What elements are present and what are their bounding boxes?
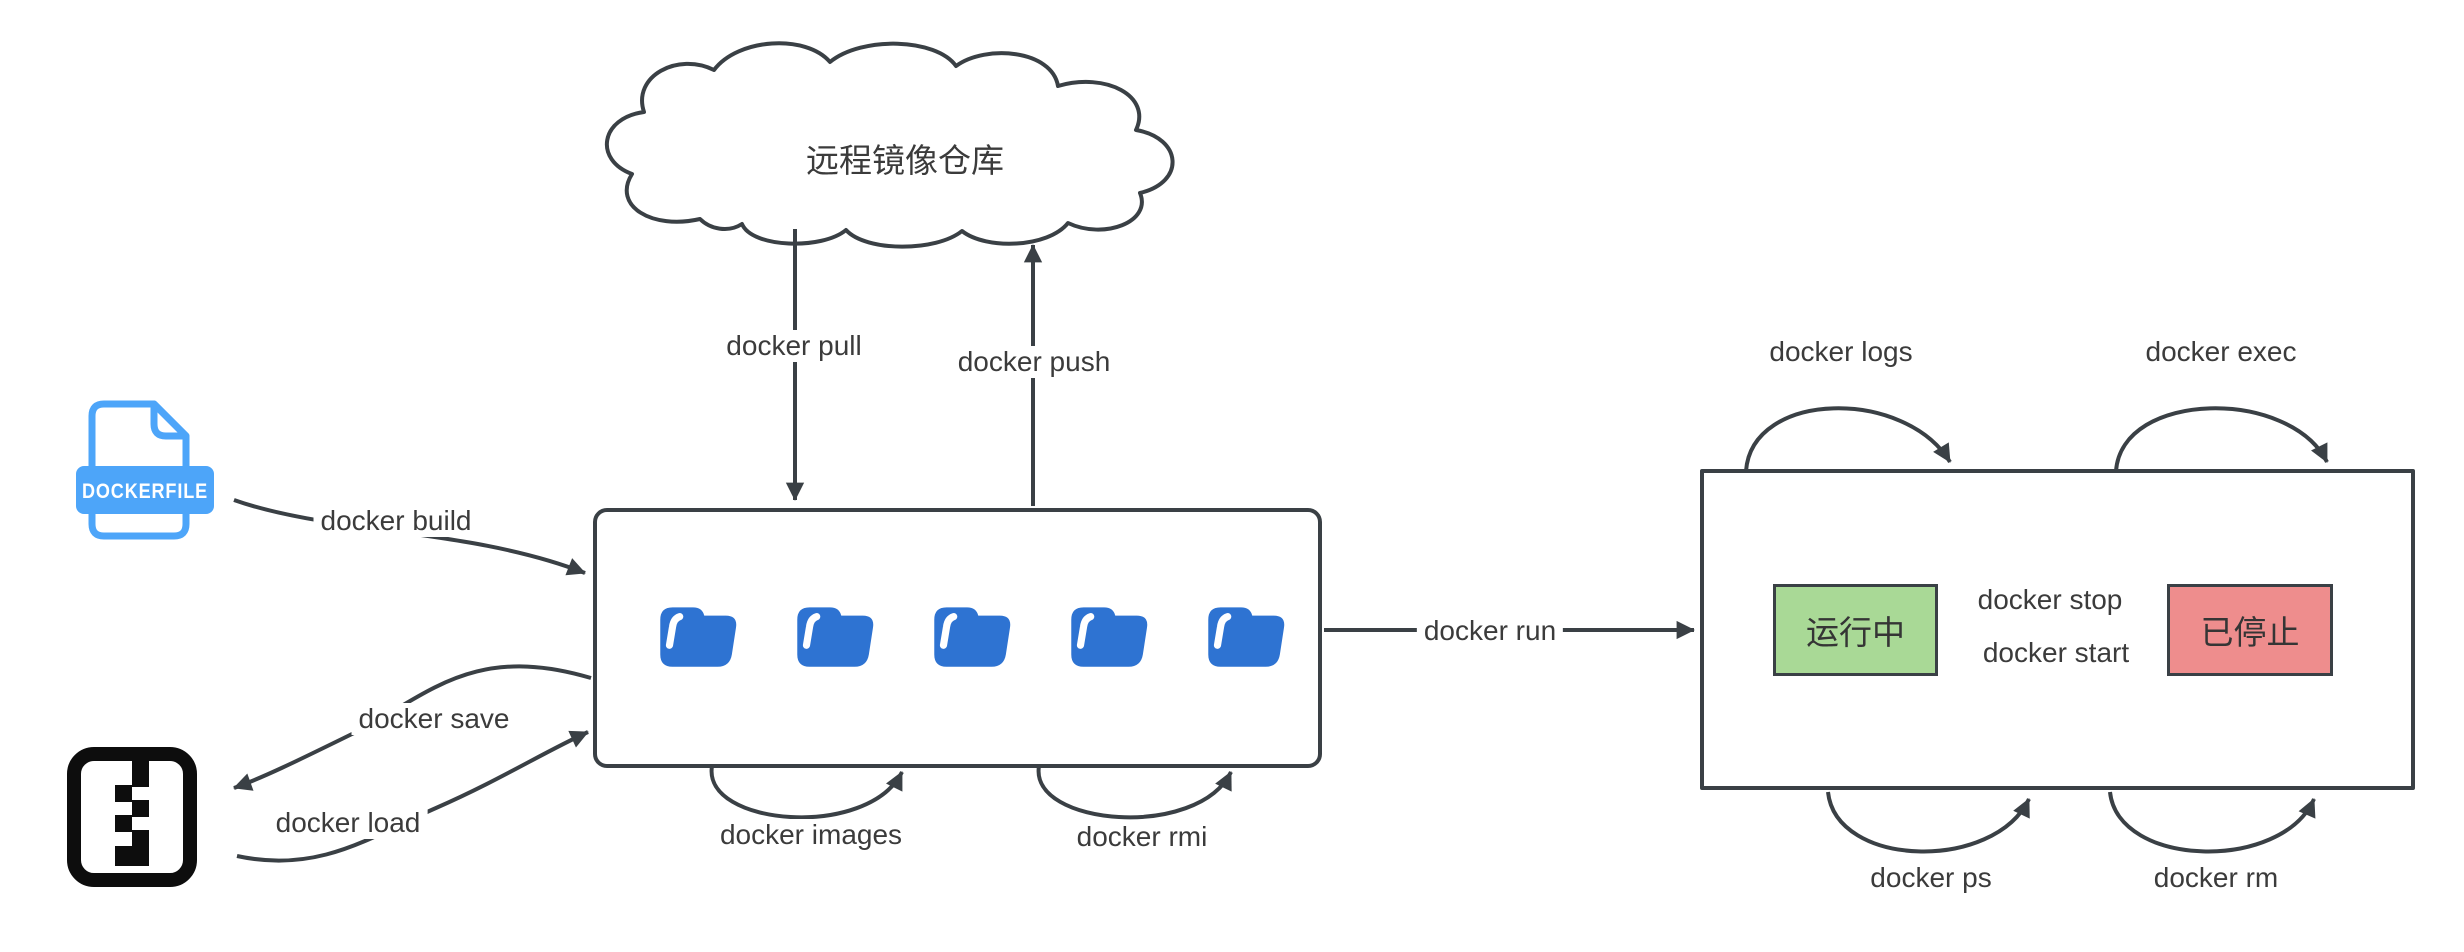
dockerfile-banner-label: DOCKERFILE <box>82 480 208 503</box>
edge-docker-load <box>236 730 589 863</box>
image-folder-row <box>648 594 1286 672</box>
open-folder-icon <box>785 594 875 672</box>
loop-docker-images <box>709 765 904 820</box>
loop-label-docker-exec: docker exec <box>2138 336 2304 368</box>
loop-docker-rm <box>2108 791 2316 854</box>
open-folder-icon <box>1196 594 1286 672</box>
open-folder-icon <box>1059 594 1149 672</box>
loop-label-docker-ps: docker ps <box>1863 862 1999 894</box>
loop-label-docker-logs: docker logs <box>1762 336 1920 368</box>
state-stopped: 已停止 <box>2167 584 2333 676</box>
edge-label-docker-build: docker build <box>313 505 479 537</box>
loop-label-docker-rm: docker rm <box>2146 862 2286 894</box>
edge-label-docker-run: docker run <box>1416 615 1564 647</box>
loop-docker-exec <box>2114 406 2329 472</box>
loop-label-docker-rmi: docker rmi <box>1069 821 1215 853</box>
loop-label-docker-images: docker images <box>712 819 910 851</box>
edge-label-docker-pull: docker pull <box>719 330 869 362</box>
cloud-label: 远程镜像仓库 <box>806 142 1004 179</box>
edge-label-docker-load: docker load <box>268 807 428 839</box>
edge-label-docker-start: docker start <box>1975 637 2137 669</box>
edge-label-docker-stop: docker stop <box>1970 584 2130 616</box>
open-folder-icon <box>648 594 738 672</box>
loop-docker-rmi <box>1036 765 1233 820</box>
remote-registry-cloud <box>604 41 1175 249</box>
open-folder-icon <box>922 594 1012 672</box>
loop-docker-logs <box>1744 406 1952 472</box>
edge-label-docker-push: docker push <box>950 346 1118 378</box>
dockerfile-icon: DOCKERFILE <box>74 396 216 544</box>
zip-archive-icon <box>66 746 198 888</box>
state-running: 运行中 <box>1773 584 1938 676</box>
loop-docker-ps <box>1826 791 2031 854</box>
edge-label-docker-save: docker save <box>351 703 517 735</box>
